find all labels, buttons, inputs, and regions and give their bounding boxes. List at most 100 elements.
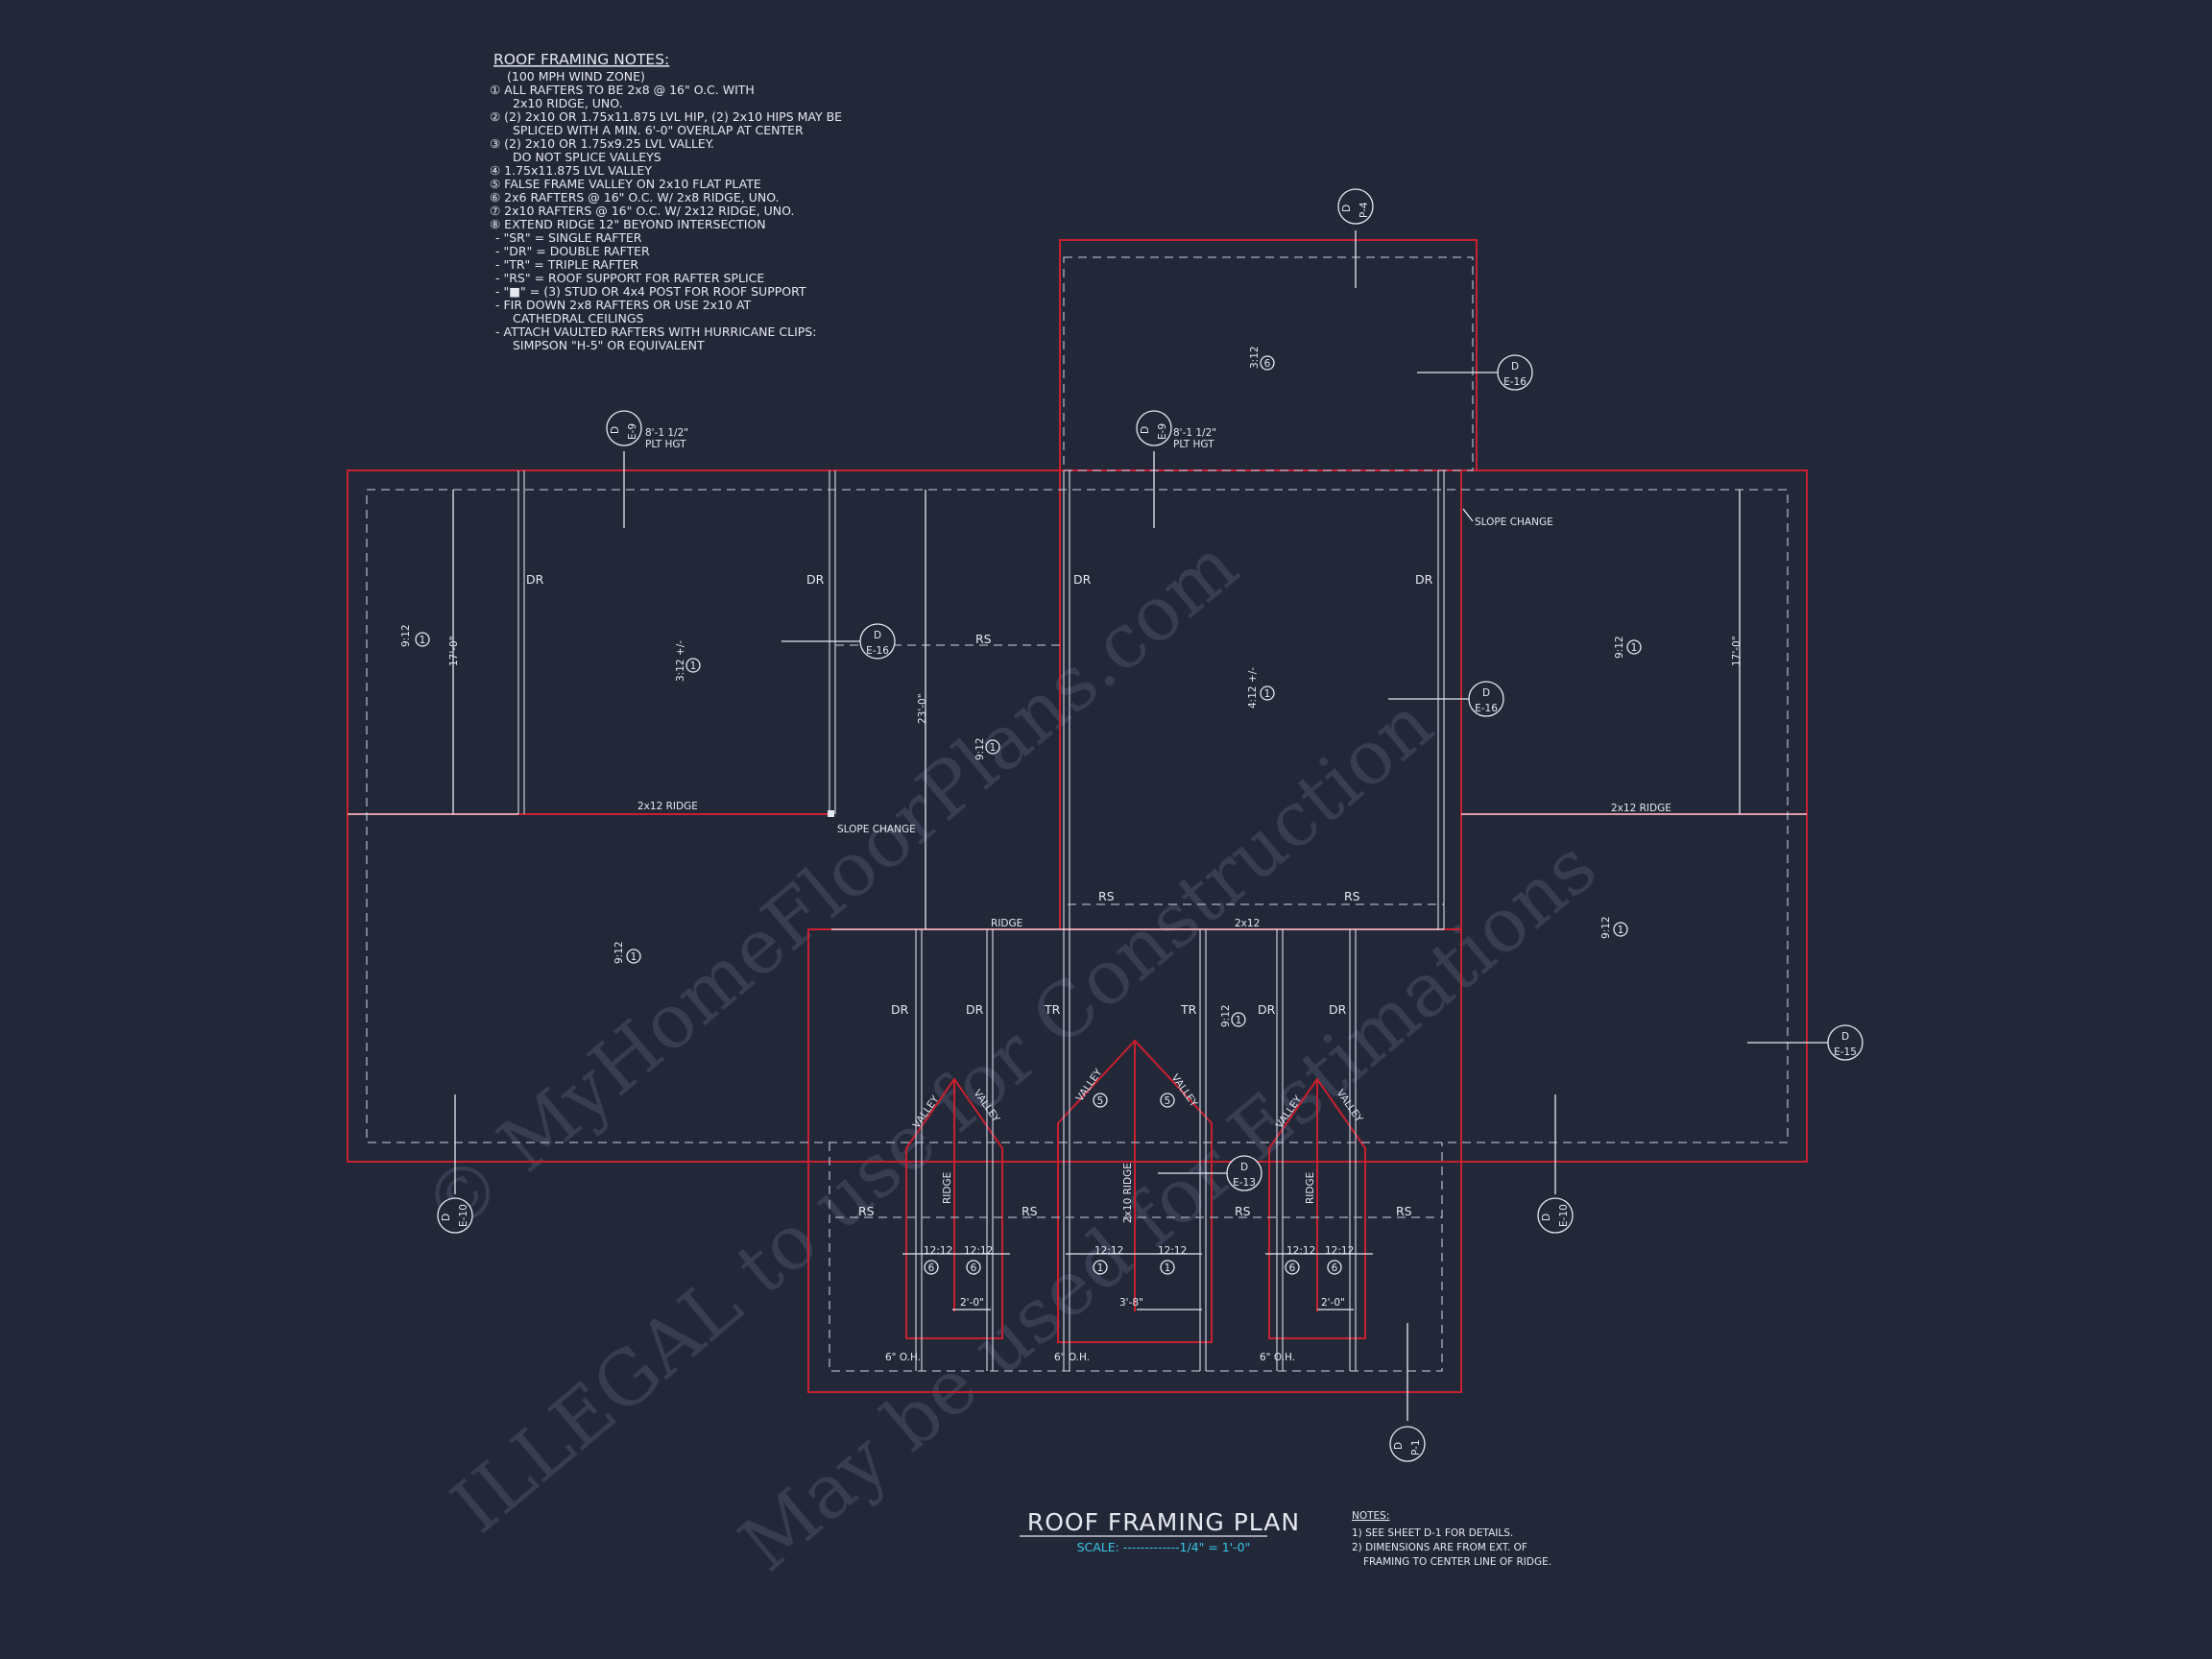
notes-line: - FIR DOWN 2x8 RAFTERS OR USE 2x10 AT: [495, 298, 752, 312]
wall-outlines: [347, 239, 1808, 1393]
svg-text:6: 6: [971, 1262, 977, 1274]
slope-change-label: SLOPE CHANGE: [837, 824, 916, 835]
ridge-label: 2x12 RIDGE: [637, 801, 698, 812]
ridge-label: 2x12 RIDGE: [1611, 803, 1671, 814]
svg-text:1: 1: [1236, 1015, 1242, 1026]
svg-text:D: D: [1240, 1162, 1248, 1173]
plan-title: ROOF FRAMING PLAN: [1027, 1508, 1300, 1536]
general-notes-line: FRAMING TO CENTER LINE OF RIDGE.: [1363, 1556, 1551, 1568]
notes-line: DO NOT SPLICE VALLEYS: [513, 150, 661, 164]
upper-bump-outline: [1059, 239, 1478, 471]
section-tags: D E-9 D E-9 D P-4 D E-16 D E-16 D E-16: [437, 188, 1863, 1462]
note-circle: 6: [924, 1260, 939, 1275]
overhang-label: 6" O.H.: [1054, 1352, 1090, 1363]
notes-line: - "■" = (3) STUD OR 4x4 POST FOR ROOF SU…: [495, 284, 806, 299]
svg-text:6: 6: [1332, 1262, 1338, 1274]
notes-line: SPLICED WITH A MIN. 6'-0" OVERLAP AT CEN…: [513, 123, 804, 137]
double-rafter-label: DR: [1329, 1002, 1347, 1017]
section-tag: D E-15: [1747, 1024, 1863, 1061]
eave-lines: [366, 256, 1789, 1372]
notes-line: ⑥ 2x6 RAFTERS @ 16" O.C. W/ 2x8 RIDGE, U…: [490, 190, 780, 204]
double-rafter-label: DR: [1258, 1002, 1276, 1017]
plate-height-label: 8'-1 1/2": [1173, 427, 1216, 439]
roof-framing-notes: ROOF FRAMING NOTES: (100 MPH WIND ZONE) …: [490, 51, 842, 352]
double-rafter-label: DR: [966, 1002, 984, 1017]
notes-heading: ROOF FRAMING NOTES:: [493, 51, 669, 68]
pitch-label: 12:12: [1094, 1245, 1123, 1257]
watermark: © MyHomeFloorPlans.com ILLEGAL to use fo…: [407, 522, 1612, 1588]
svg-text:1: 1: [1165, 1262, 1171, 1274]
pitch-label: 9:12: [1600, 916, 1612, 939]
slope-change-label: SLOPE CHANGE: [1475, 517, 1553, 528]
roof-support-label: RS: [1022, 1204, 1038, 1218]
pitch-label: 9:12: [613, 941, 625, 964]
roof-support-label: RS: [975, 632, 992, 646]
pitch-label: 3:12 +/-: [675, 640, 686, 682]
note-circle: 6: [966, 1260, 981, 1275]
svg-text:1: 1: [990, 742, 997, 754]
double-rafter-label: DR: [1073, 572, 1092, 587]
ridge-label: 2x10 RIDGE: [1122, 1163, 1134, 1223]
pitch-label: 4:12 +/-: [1247, 667, 1259, 709]
overhang-label: 6" O.H.: [885, 1352, 921, 1363]
ridge-label: RIDGE: [1305, 1172, 1316, 1204]
notes-line: SIMPSON "H-5" OR EQUIVALENT: [513, 338, 705, 352]
dimension-label: 2'-0": [1321, 1297, 1345, 1309]
plan-title-block: ROOF FRAMING PLAN SCALE: -------------1/…: [1020, 1508, 1300, 1554]
section-tag: D E-9: [606, 410, 642, 528]
dimension-label: 3'-8": [1119, 1297, 1143, 1309]
svg-text:D: D: [1482, 687, 1490, 699]
note-circle: 6: [1285, 1260, 1300, 1275]
svg-text:D: D: [441, 1214, 452, 1221]
dimension-label: 17'-0": [1731, 636, 1743, 666]
double-rafter-label: DR: [526, 572, 544, 587]
notes-line: ⑤ FALSE FRAME VALLEY ON 2x10 FLAT PLATE: [490, 177, 761, 191]
rafter-lines: [348, 470, 1807, 1371]
note-callouts: 1 1 1 1 1 1 1 1 6 5 5 6 6 1 1 6 6: [415, 355, 1642, 1275]
svg-text:E-16: E-16: [1475, 703, 1498, 714]
svg-text:5: 5: [1165, 1095, 1171, 1107]
note-circle: 1: [1260, 685, 1275, 701]
pitch-label: 9:12: [1614, 636, 1625, 659]
dimension-label: 2'-0": [960, 1297, 984, 1309]
notes-line: ④ 1.75x11.875 LVL VALLEY: [490, 163, 652, 178]
general-notes-heading: NOTES:: [1352, 1510, 1389, 1522]
pitch-label: 9:12: [1220, 1004, 1232, 1027]
svg-text:D: D: [1140, 426, 1151, 434]
svg-text:D: D: [1541, 1214, 1552, 1221]
note-circle: 1: [685, 658, 701, 673]
plan-scale: SCALE: -------------1/4" = 1'-0": [1077, 1540, 1251, 1554]
pitch-label: 3:12: [1249, 346, 1261, 369]
note-circle: 1: [1160, 1260, 1175, 1275]
svg-text:6: 6: [1289, 1262, 1296, 1274]
svg-text:E-10: E-10: [1558, 1204, 1570, 1227]
roof-support-label: RS: [1098, 889, 1115, 903]
svg-text:1: 1: [1264, 688, 1271, 700]
ridge-label: RIDGE: [942, 1172, 953, 1204]
svg-text:E-10: E-10: [458, 1204, 469, 1227]
pitch-label: 12:12: [1158, 1245, 1187, 1257]
note-circle: 1: [1626, 639, 1642, 655]
pitch-label: 9:12: [400, 624, 412, 647]
section-tag: D E-16: [1388, 681, 1504, 717]
note-circle: 5: [1160, 1093, 1175, 1108]
svg-text:E-9: E-9: [1157, 423, 1168, 440]
svg-text:P-4: P-4: [1358, 202, 1370, 218]
svg-text:1: 1: [1618, 925, 1624, 936]
double-rafter-label: DR: [1415, 572, 1433, 587]
section-tag: D E-13: [1158, 1155, 1262, 1191]
double-rafter-label: DR: [891, 1002, 909, 1017]
section-tag: D E-9: [1136, 410, 1172, 528]
svg-text:5: 5: [1097, 1095, 1104, 1107]
pitch-label: 12:12: [1325, 1245, 1354, 1257]
general-notes-line: 1) SEE SHEET D-1 FOR DETAILS.: [1352, 1527, 1513, 1539]
pitch-label: 12:12: [964, 1245, 993, 1257]
svg-text:D: D: [1511, 361, 1519, 373]
svg-text:6: 6: [928, 1262, 935, 1274]
pitch-label: 9:12: [974, 737, 986, 760]
section-tag: D P-4: [1337, 188, 1374, 288]
section-tag: D E-10: [437, 1094, 473, 1234]
ridge-label: RIDGE: [991, 918, 1022, 929]
note-circle: 5: [1093, 1093, 1108, 1108]
pitch-label: 12:12: [924, 1245, 952, 1257]
